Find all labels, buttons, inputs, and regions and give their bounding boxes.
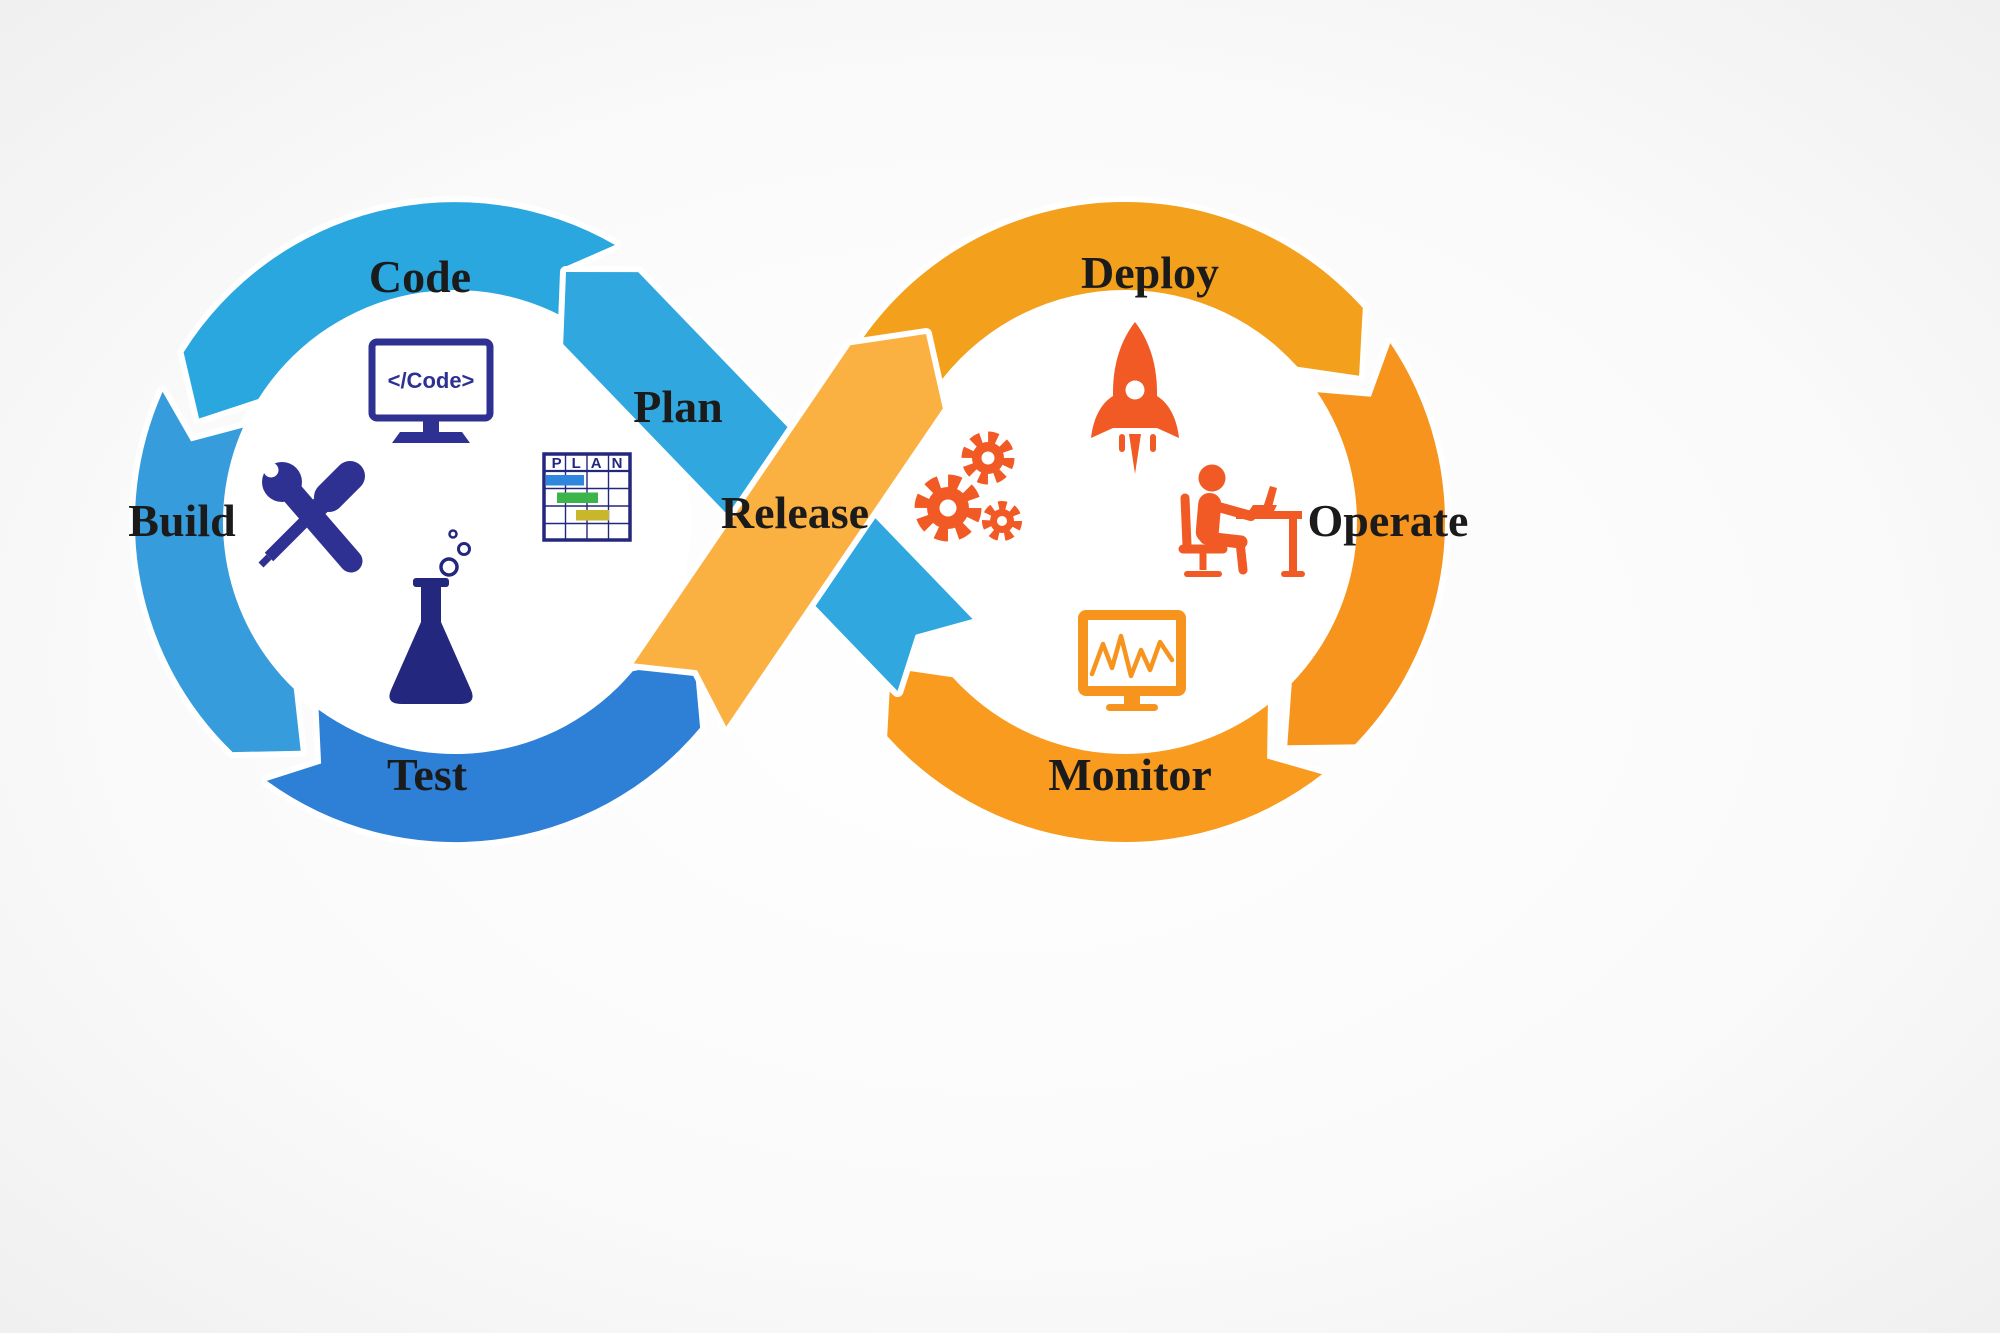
flask-bubble-large xyxy=(439,557,459,577)
left-loop-inner-disc xyxy=(219,286,691,758)
laptop-screen xyxy=(1262,486,1277,511)
flask-body xyxy=(389,610,473,704)
plan-bar-green xyxy=(557,492,598,503)
code-monitor-screen xyxy=(368,338,494,422)
plan-bar-blue xyxy=(546,475,584,486)
desk-foot xyxy=(1281,571,1305,577)
flask-bubble-small xyxy=(448,529,458,539)
build-tools-icon xyxy=(248,444,365,573)
desk-leg xyxy=(1289,519,1297,573)
screwdriver-shaft xyxy=(264,506,320,562)
right-loop xyxy=(856,195,1451,848)
deploy-arc-segment xyxy=(856,195,1369,395)
monitor-stand-neck xyxy=(1124,696,1140,705)
code-label: Code xyxy=(369,251,471,302)
code-monitor-neck xyxy=(423,421,439,432)
person-head xyxy=(1198,464,1226,492)
release-ribbon xyxy=(627,328,949,733)
rocket-flame-right xyxy=(1150,434,1156,452)
test-label: Test xyxy=(387,749,468,800)
release-gears-icon xyxy=(914,431,1022,542)
flask-neck xyxy=(421,584,441,614)
monitor-graph-icon xyxy=(1078,610,1186,711)
operate-workstation-icon xyxy=(1178,464,1305,577)
wrench-handle xyxy=(281,482,363,573)
laptop-base xyxy=(1249,505,1277,511)
monitor-graph-line xyxy=(1089,633,1175,679)
monitor-label: Monitor xyxy=(1048,749,1212,800)
code-screen-text: </Code> xyxy=(388,368,475,393)
deploy-rocket-icon xyxy=(1091,322,1179,474)
monitor-stand-base xyxy=(1106,704,1158,711)
person-shin xyxy=(1235,537,1248,575)
deploy-label: Deploy xyxy=(1081,247,1219,298)
rocket-flame-center xyxy=(1129,434,1141,474)
test-arc-segment xyxy=(260,654,707,849)
plan-bar-yellow xyxy=(576,510,609,521)
monitor-arc-segment xyxy=(881,662,1329,848)
gear-large xyxy=(914,474,982,542)
screwdriver-handle xyxy=(314,461,365,512)
gear-medium xyxy=(961,431,1015,485)
desk-top xyxy=(1236,511,1302,519)
plan-gantt-icon: PLAN xyxy=(542,452,633,542)
build-arc-segment xyxy=(128,385,307,759)
screwdriver-tip xyxy=(258,554,272,568)
operate-arc-segment xyxy=(1281,337,1451,752)
rocket-flame-left xyxy=(1119,434,1125,452)
right-loop-inner-disc xyxy=(889,286,1361,758)
wrench-jaw-opening xyxy=(248,444,277,473)
rocket-fin-right xyxy=(1157,396,1179,438)
build-label: Build xyxy=(128,495,236,546)
plan-board-title: PLAN xyxy=(552,455,633,472)
code-monitor-icon: </Code> xyxy=(368,338,494,443)
operate-label: Operate xyxy=(1308,495,1469,546)
flask-bubble-medium xyxy=(457,542,471,556)
left-loop xyxy=(128,196,707,849)
rocket-window xyxy=(1125,380,1145,400)
person-thigh xyxy=(1199,531,1248,549)
chair-backrest xyxy=(1180,493,1192,550)
code-monitor-base xyxy=(392,432,470,443)
plan-label: Plan xyxy=(633,381,722,432)
release-label: Release xyxy=(721,487,869,538)
stage-labels: Code Build Test Plan Release Deploy Oper… xyxy=(128,247,1468,800)
gear-small xyxy=(982,501,1022,541)
code-arc-segment xyxy=(177,196,621,425)
screwdriver-collar xyxy=(310,493,333,516)
rocket-body xyxy=(1113,322,1157,428)
test-flask-icon xyxy=(389,529,473,704)
rocket-fin-left xyxy=(1091,396,1113,438)
